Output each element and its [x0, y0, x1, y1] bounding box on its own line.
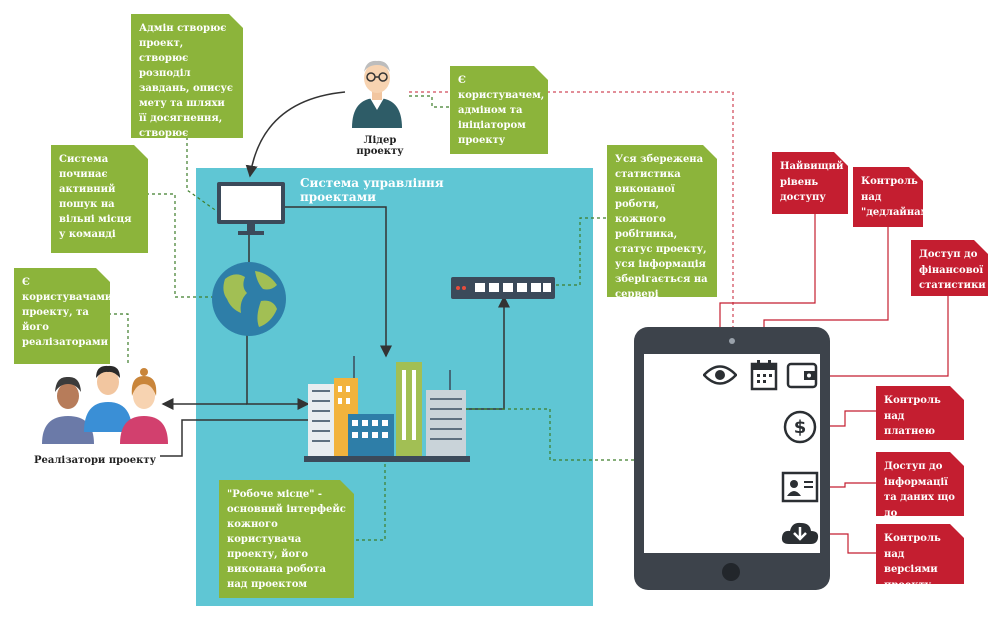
id-card-icon[interactable] — [781, 471, 819, 503]
tablet-camera — [729, 338, 735, 344]
dash-implementers-note — [108, 313, 129, 366]
arrow-globe-to-city — [246, 335, 310, 410]
calendar-icon[interactable] — [750, 359, 778, 391]
leader-label: Лідер проекту — [340, 135, 420, 157]
note-implementers: Є користувачами проекту, та його реаліза… — [14, 268, 110, 364]
tablet-home-button[interactable] — [722, 563, 740, 581]
team-icon — [42, 365, 168, 444]
monitor-icon — [217, 182, 285, 235]
dash-workplace-note — [356, 462, 386, 541]
dollar-icon[interactable]: $ — [783, 410, 817, 444]
leader-label-line1: Лідер — [363, 135, 397, 146]
note-workplace: "Робоче місце" - основний інтерфейс кожн… — [219, 480, 354, 598]
note-admin: Адмін створює проект, створює розподіл з… — [131, 14, 243, 138]
tablet-icon — [634, 327, 830, 590]
dash-city-to-tablet — [466, 408, 636, 461]
city-buildings-icon — [304, 356, 470, 462]
note-server: Уся збережена статистика виконаної робот… — [607, 145, 717, 297]
wallet-icon[interactable] — [786, 361, 818, 389]
note-search: Система починає активний пошук на вільні… — [51, 145, 148, 253]
arrow-city-to-server — [466, 295, 510, 410]
dash-server-note — [555, 217, 612, 286]
link-worker-info — [818, 482, 876, 488]
globe-icon — [212, 262, 286, 336]
system-title: Система управління проектами — [300, 176, 444, 204]
note-deadlines: Контроль над "дедлайнами" — [853, 167, 923, 227]
arrow-monitor-to-city — [284, 206, 392, 358]
server-switch-icon — [451, 277, 555, 299]
cloud-download-icon[interactable] — [780, 518, 820, 548]
dash-admin-note — [186, 137, 219, 213]
link-versions — [818, 533, 876, 554]
link-finance — [818, 290, 949, 377]
note-payments: Контроль над платнею працівників — [876, 386, 964, 440]
note-access: Найвищий рівень доступу — [772, 152, 848, 214]
link-payments — [818, 410, 876, 427]
note-leader-role: Є користувачем, адміном та ініціатором п… — [450, 66, 548, 154]
svg-text:$: $ — [794, 417, 807, 438]
note-worker-info: Доступ до інформації та даних що до прац… — [876, 452, 964, 516]
note-finance: Доступ до фінансової статистики — [911, 240, 988, 296]
leader-label-line2: проекту — [356, 146, 404, 157]
person-icon — [352, 60, 402, 128]
line-team-to-city — [160, 419, 308, 457]
implementers-label: Реалізатори проекту — [34, 455, 156, 466]
arrow-leader-to-monitor — [245, 91, 346, 178]
note-versions: Контроль над версіями проекту — [876, 524, 964, 584]
eye-icon[interactable] — [703, 364, 737, 386]
dash-search-note — [146, 193, 213, 298]
dash-leader-note — [409, 95, 450, 108]
